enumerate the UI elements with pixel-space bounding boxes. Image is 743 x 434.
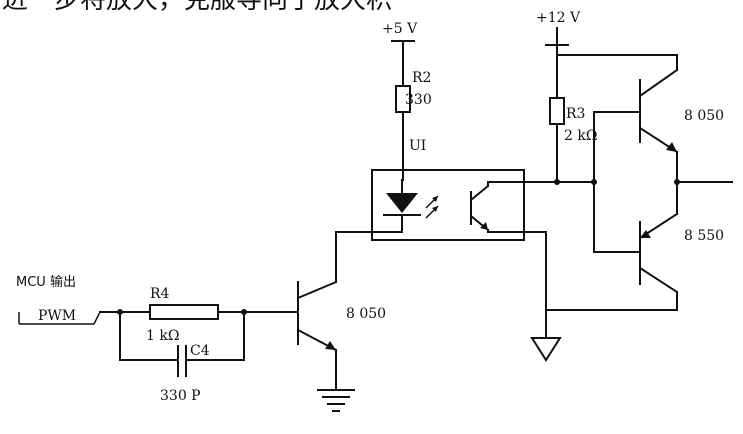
optocoupler-label: UI <box>409 138 426 154</box>
optocoupler-led <box>386 193 418 213</box>
header-fragment: 进一步将放大，克服导向于放大积 <box>2 0 392 15</box>
optocoupler <box>371 169 525 241</box>
supply-12v-label: +12 V <box>536 10 581 26</box>
resistor-r3 <box>549 97 565 125</box>
r3-name: R3 <box>566 106 585 122</box>
resistor-r4 <box>149 304 219 320</box>
driver-transistor-label: 8 050 <box>346 306 386 322</box>
r2-name: R2 <box>412 70 431 86</box>
r3-value: 2 kΩ <box>564 128 597 144</box>
r4-name: R4 <box>150 286 170 302</box>
upper-transistor-label: 8 050 <box>684 108 724 124</box>
r2-value: 330 <box>405 92 432 108</box>
ground-icon <box>530 337 562 362</box>
r4-value: 1 kΩ <box>146 328 179 344</box>
lower-transistor-label: 8 550 <box>684 228 724 244</box>
c4-name: C4 <box>190 343 210 359</box>
c4-value: 330 P <box>160 388 201 404</box>
input-signal: PWM <box>38 308 76 324</box>
input-label: MCU 输出 <box>16 274 76 290</box>
supply-5v-label: +5 V <box>382 21 418 37</box>
